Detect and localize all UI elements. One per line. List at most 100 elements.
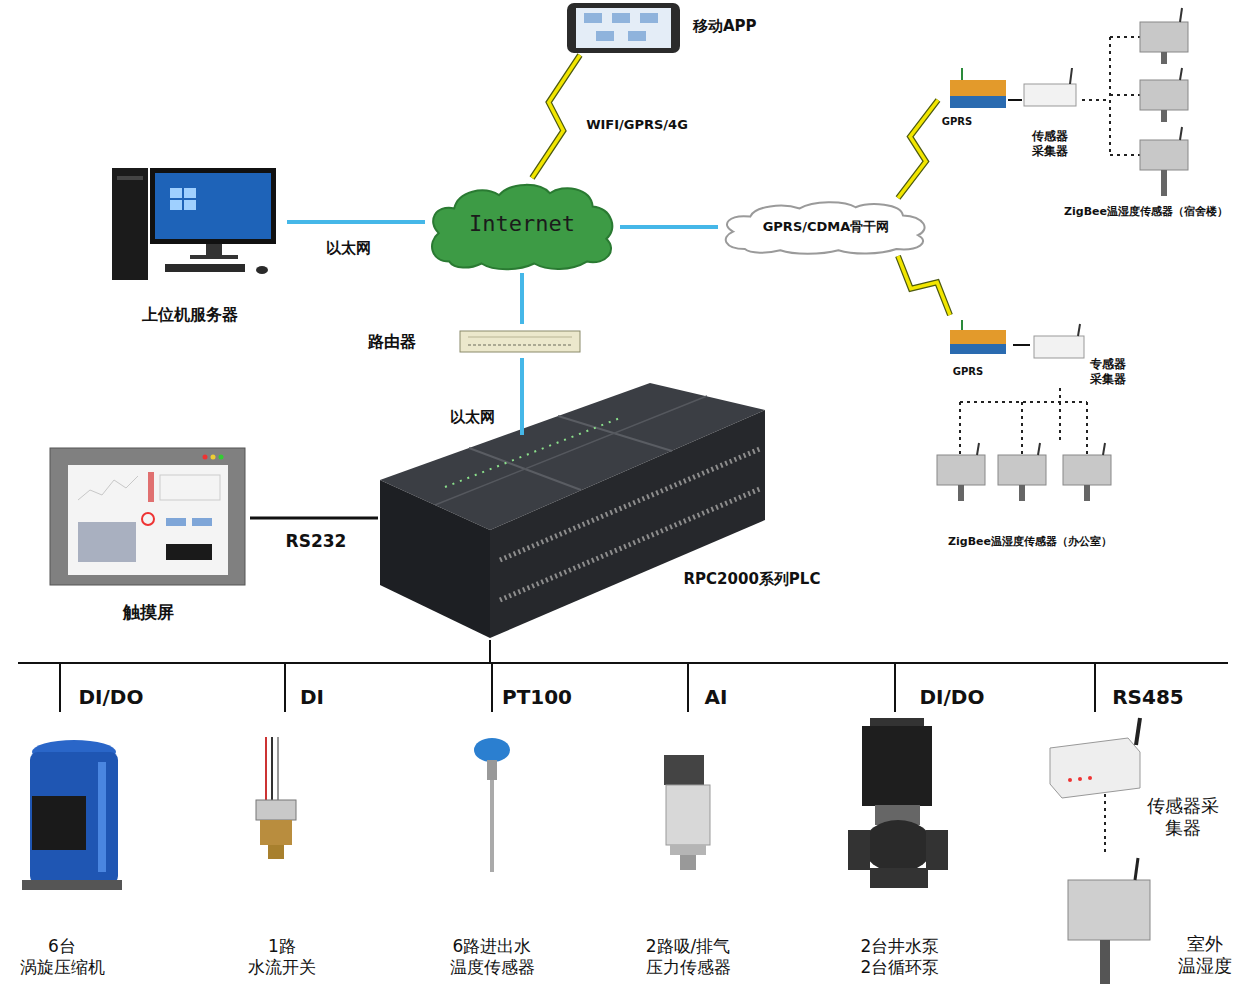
wireless-bolt-outline xyxy=(898,256,950,315)
led xyxy=(203,455,208,460)
connector xyxy=(285,640,490,712)
internet-cloud: Internet xyxy=(425,178,620,273)
compressor-terminal-box xyxy=(32,796,86,850)
wireless-bolt xyxy=(898,256,950,315)
edge-label: DI/DO xyxy=(918,685,987,709)
plc-node: RPC2000系列PLC xyxy=(378,435,833,640)
dotted-link xyxy=(1110,36,1140,38)
plc-terminals xyxy=(500,448,762,560)
wire xyxy=(277,737,279,800)
sensor-probe xyxy=(1100,940,1110,984)
cloud-outline xyxy=(726,202,925,253)
pump-casing xyxy=(863,820,933,872)
plc-side xyxy=(380,480,490,638)
node-label: GPRS/CDMA骨干网 xyxy=(763,219,890,235)
collector-box xyxy=(1024,84,1076,106)
switch-thread xyxy=(268,845,284,859)
connector xyxy=(1082,100,1108,101)
antenna xyxy=(1180,68,1182,80)
sensor-body xyxy=(666,785,710,845)
collector-box xyxy=(1050,738,1140,798)
antenna xyxy=(1078,324,1080,336)
device-node: 6路进出水 温度传感器 xyxy=(432,712,552,984)
connector-line xyxy=(250,517,378,520)
connector xyxy=(532,55,580,178)
hmi-alarm xyxy=(142,513,154,525)
device-node: 1路 水流开关 xyxy=(225,712,345,984)
modem-top xyxy=(950,330,1006,344)
edge-label: RS232 xyxy=(284,531,349,551)
connector xyxy=(620,227,718,228)
cloud-outline xyxy=(432,185,612,269)
backbone-cloud: GPRS/CDMA骨干网 xyxy=(718,198,933,256)
screen-logo xyxy=(184,200,196,210)
dotted-link xyxy=(960,401,1087,403)
edge-label: DI/DO xyxy=(77,685,146,709)
sensor-box xyxy=(1068,880,1150,940)
connector-line xyxy=(1104,842,1106,852)
sensor-probe xyxy=(1019,485,1025,501)
phone-body xyxy=(567,3,680,53)
led xyxy=(1088,776,1092,780)
compressor-body xyxy=(30,752,118,884)
antenna xyxy=(1103,443,1105,455)
screen-logo xyxy=(170,200,182,210)
plc-front xyxy=(490,410,765,638)
screen-logo xyxy=(170,188,182,198)
node-label: 2台井水泵 2台循环泵 xyxy=(857,936,943,979)
antenna xyxy=(1136,718,1140,745)
connector xyxy=(898,100,938,198)
monitor xyxy=(150,168,276,244)
node-label: 传感器 采集器 xyxy=(1030,129,1070,159)
touchscreen-node: 触摸屏 xyxy=(48,445,250,628)
connector xyxy=(490,640,688,712)
edge-label: 以太网 xyxy=(324,239,373,257)
connector xyxy=(1060,388,1061,440)
sensor-stem xyxy=(490,780,494,872)
node-label: Internet xyxy=(469,210,575,238)
server-node: 上位机服务器 xyxy=(105,160,287,332)
node-label: 2路吸/排气 压力传感器 xyxy=(642,936,734,979)
hmi-rack xyxy=(78,522,136,562)
modem-base xyxy=(950,96,1006,108)
sensor-box xyxy=(998,455,1046,485)
connector-line xyxy=(285,640,490,712)
router-node: 路由器 xyxy=(358,324,584,358)
dotted-link xyxy=(1104,794,1106,842)
wireless-bolt-outline xyxy=(898,100,938,198)
pump-flange xyxy=(926,830,948,870)
connector xyxy=(1105,842,1106,852)
dotted-link xyxy=(1110,94,1140,96)
app-tile xyxy=(584,13,602,23)
gprs-module: GPRS xyxy=(938,65,1008,131)
antenna xyxy=(1180,127,1182,140)
monitor-base xyxy=(190,255,238,259)
node-label: 移动APP xyxy=(693,17,757,36)
hmi-bar xyxy=(148,472,154,502)
connector-line xyxy=(1059,388,1061,440)
connector-line xyxy=(1008,99,1022,101)
mouse xyxy=(256,266,268,274)
monitor-screen xyxy=(155,173,271,239)
connector-line xyxy=(1013,344,1030,346)
pc-tower xyxy=(112,168,148,280)
device-node: 2台井水泵 2台循环泵 xyxy=(838,712,966,984)
hmi-button xyxy=(192,518,212,526)
screen-logo xyxy=(184,188,196,198)
edge-label: AI xyxy=(703,685,730,709)
wire xyxy=(265,737,267,800)
touchscreen-display xyxy=(68,465,228,575)
dotted-link xyxy=(1086,402,1088,455)
edge-label: 以太网 xyxy=(448,408,497,426)
node-label: ZigBee温湿度传感器（办公室） xyxy=(948,535,1112,549)
led xyxy=(1078,777,1082,781)
plc-leds xyxy=(445,418,620,487)
pump-motor xyxy=(862,726,932,806)
connector-line xyxy=(490,640,688,712)
connector xyxy=(522,273,523,324)
gprs-module: GPRS xyxy=(945,315,1013,383)
wire xyxy=(271,737,273,800)
app-tile xyxy=(612,13,630,23)
